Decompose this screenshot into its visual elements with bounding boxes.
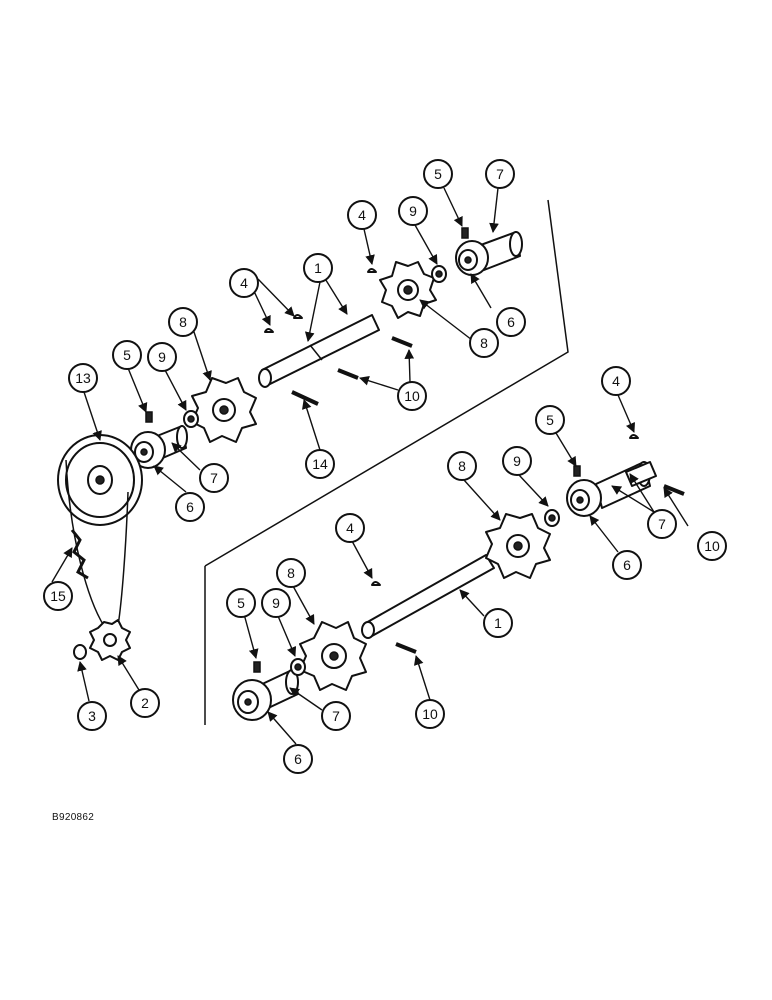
svg-text:9: 9: [513, 453, 521, 469]
svg-text:5: 5: [237, 595, 245, 611]
callout: 3: [77, 701, 107, 731]
svg-text:8: 8: [179, 314, 187, 330]
svg-text:7: 7: [332, 708, 340, 724]
svg-text:9: 9: [272, 595, 280, 611]
svg-text:8: 8: [480, 335, 488, 351]
svg-text:3: 3: [88, 708, 96, 724]
callout: 7: [199, 463, 229, 493]
callout: 1: [483, 608, 513, 638]
svg-text:10: 10: [704, 538, 720, 554]
upper-keys: [264, 268, 377, 333]
svg-text:9: 9: [409, 203, 417, 219]
svg-text:6: 6: [623, 557, 631, 573]
leader-lines: [51, 187, 689, 745]
lower-shaft: [361, 554, 495, 639]
svg-text:1: 1: [494, 615, 502, 631]
upper-right-collar: [431, 265, 447, 283]
callout: 4: [229, 268, 259, 298]
callout: 9: [502, 446, 532, 476]
callout: 4: [347, 200, 377, 230]
small-sprocket-2: [89, 619, 131, 661]
callout: 13: [68, 363, 98, 393]
upper-right-sprocket: [379, 261, 437, 319]
callout: 14: [305, 449, 335, 479]
callout: 5: [226, 588, 256, 618]
lower-right-sprocket: [485, 513, 551, 579]
callout: 7: [485, 159, 515, 189]
callout: 1: [303, 253, 333, 283]
svg-text:2: 2: [141, 695, 149, 711]
svg-text:6: 6: [294, 751, 302, 767]
callout: 6: [283, 744, 313, 774]
svg-text:6: 6: [186, 499, 194, 515]
svg-text:7: 7: [658, 516, 666, 532]
callout: 8: [168, 307, 198, 337]
callout: 9: [398, 196, 428, 226]
callouts: 5 7 4 9 1 4 8 6 8 5 9 13 10 14 7 6 4 5 9…: [43, 159, 727, 774]
svg-text:8: 8: [287, 565, 295, 581]
lower-right-collar: [544, 509, 560, 527]
callout: 6: [496, 307, 526, 337]
upper-left-collar: [183, 410, 199, 428]
callout: 4: [335, 513, 365, 543]
svg-text:4: 4: [346, 520, 354, 536]
callout: 10: [697, 531, 727, 561]
svg-text:5: 5: [434, 166, 442, 182]
svg-text:1: 1: [314, 260, 322, 276]
lower-left-sprocket: [299, 621, 367, 691]
svg-text:8: 8: [458, 458, 466, 474]
callout: 5: [423, 159, 453, 189]
upper-shaft: [258, 314, 380, 388]
callout: 9: [147, 342, 177, 372]
callout: 15: [43, 581, 73, 611]
callout: 8: [469, 328, 499, 358]
callout: 5: [535, 405, 565, 435]
svg-text:9: 9: [158, 349, 166, 365]
svg-text:4: 4: [612, 373, 620, 389]
lower-left-collar: [290, 658, 306, 676]
lower-left-bearing: [232, 661, 299, 721]
callout: 7: [321, 701, 351, 731]
svg-text:5: 5: [123, 347, 131, 363]
lower-right-bearing: [566, 461, 657, 517]
drive-chain-15: [65, 459, 129, 627]
svg-text:5: 5: [546, 412, 554, 428]
drawing-id-label: B920862: [52, 812, 95, 823]
callout: 8: [447, 451, 477, 481]
svg-text:15: 15: [50, 588, 66, 604]
svg-text:7: 7: [496, 166, 504, 182]
svg-text:13: 13: [75, 370, 91, 386]
callout: 4: [601, 366, 631, 396]
lower-keys: [371, 434, 639, 586]
svg-text:6: 6: [507, 314, 515, 330]
upper-pins: [291, 336, 413, 406]
upper-left-bearing: [130, 411, 188, 469]
svg-text:10: 10: [422, 706, 438, 722]
callout: 8: [276, 558, 306, 588]
callout: 10: [415, 699, 445, 729]
callout: 7: [647, 509, 677, 539]
svg-text:14: 14: [312, 456, 328, 472]
svg-text:10: 10: [404, 388, 420, 404]
callout: 6: [612, 550, 642, 580]
svg-text:4: 4: [358, 207, 366, 223]
upper-left-sprocket: [191, 377, 257, 443]
collar-3: [73, 644, 87, 660]
callout: 6: [175, 492, 205, 522]
upper-right-bearing: [455, 227, 523, 276]
callout: 5: [112, 340, 142, 370]
callout: 9: [261, 588, 291, 618]
callout: 10: [397, 381, 427, 411]
svg-text:7: 7: [210, 470, 218, 486]
svg-text:4: 4: [240, 275, 248, 291]
callout: 2: [130, 688, 160, 718]
assembly-frame: [204, 199, 569, 725]
